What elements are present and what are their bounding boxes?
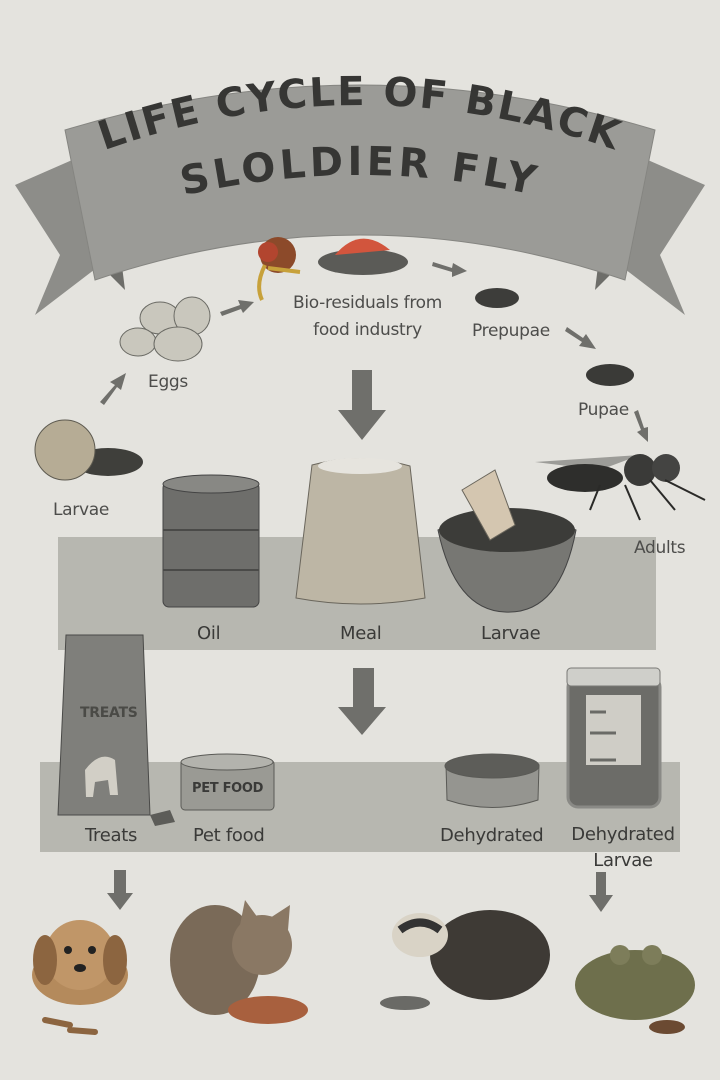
label-prepupae: Prepupae bbox=[472, 321, 550, 341]
eggs-illustration bbox=[119, 296, 211, 362]
label-oil: Oil bbox=[197, 623, 221, 644]
label-bio-residuals-line1: Bio-residuals from bbox=[292, 293, 443, 313]
pet-food-can-illustration bbox=[180, 753, 275, 811]
oil-barrel-illustration bbox=[162, 474, 260, 608]
label-bio-residuals: Bio-residuals from food industry bbox=[285, 290, 450, 344]
title-banner: LIFE CYCLE OF BLACK SLOLDIER FLY bbox=[15, 69, 705, 315]
label-bio-residuals-line2: food industry bbox=[313, 320, 422, 340]
label-pet-food: Pet food bbox=[193, 825, 265, 846]
cat-illustration bbox=[170, 900, 308, 1024]
label-adults: Adults bbox=[634, 538, 686, 558]
ferret-illustration bbox=[380, 910, 550, 1010]
pupae-illustration bbox=[586, 364, 634, 386]
larvae-illustration bbox=[34, 419, 143, 481]
toad-illustration bbox=[575, 945, 695, 1034]
adult-fly-illustration bbox=[535, 454, 706, 521]
meal-sack-illustration bbox=[295, 458, 426, 605]
label-dehydrated-larvae-line1: Dehydrated bbox=[571, 824, 675, 845]
dehydrated-tin-illustration bbox=[444, 753, 540, 808]
treats-bag-illustration bbox=[57, 634, 175, 826]
arrow-down-to-toad bbox=[589, 872, 613, 912]
label-larvae-stage: Larvae bbox=[53, 500, 110, 520]
arrow-down-to-dog bbox=[107, 870, 133, 910]
arrow-larvae-to-eggs bbox=[100, 373, 126, 405]
larvae-bowl-illustration bbox=[437, 469, 577, 613]
prepupae-illustration bbox=[475, 288, 519, 308]
label-dehydrated: Dehydrated bbox=[440, 825, 544, 846]
arrow-eggs-to-bio bbox=[220, 300, 254, 316]
pet-food-can-text: PET FOOD bbox=[192, 781, 264, 796]
arrow-pupae-to-adults bbox=[634, 410, 648, 442]
arrow-prepupae-to-pupae bbox=[565, 327, 596, 349]
label-treats: Treats bbox=[85, 825, 138, 846]
treats-bag-text: TREATS bbox=[80, 705, 138, 721]
label-pupae: Pupae bbox=[578, 400, 629, 420]
bio-residuals-illustration bbox=[257, 237, 408, 301]
dehydrated-larvae-jar-illustration bbox=[566, 667, 662, 809]
label-meal: Meal bbox=[340, 623, 382, 644]
label-dehydrated-larvae-line2: Larvae bbox=[593, 850, 653, 871]
arrow-down-to-products bbox=[338, 370, 386, 440]
label-larvae-product: Larvae bbox=[481, 623, 541, 644]
arrow-bio-to-prepupae bbox=[432, 262, 467, 277]
arrow-down-to-uses bbox=[338, 668, 386, 735]
puppy-illustration bbox=[32, 920, 128, 1035]
label-dehydrated-larvae: Dehydrated Larvae bbox=[568, 822, 678, 874]
label-eggs: Eggs bbox=[148, 372, 188, 392]
